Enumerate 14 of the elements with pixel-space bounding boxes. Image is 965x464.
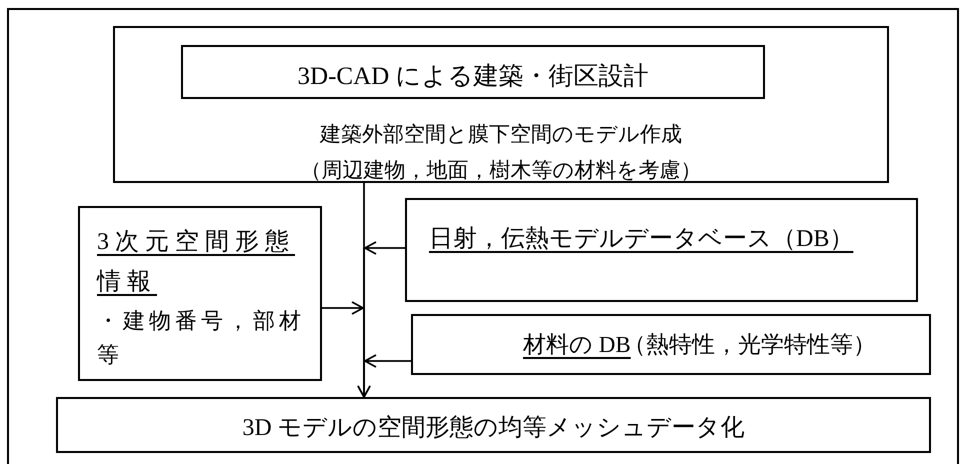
process-box [113, 26, 889, 183]
heading-text: 3次元空間形態情報 [97, 228, 296, 297]
list-item: ・建物番号，部材等 [97, 307, 306, 369]
description-text: 建築外部空間と膜下空間のモデル作成 [318, 121, 683, 148]
info-box [78, 206, 322, 381]
database-box [405, 198, 918, 302]
database-box [411, 314, 931, 375]
heading-text: 日射，伝熱モデルデータベース（DB） [429, 225, 854, 254]
heading-text: 3D モデルの空間形態の均等メッシュデータ化 [241, 414, 746, 443]
arrow [357, 354, 412, 398]
description-text: （周辺建物，地面，樹木等の材料を考慮） [300, 157, 702, 184]
heading-box [181, 45, 765, 99]
heading-text: 3D-CAD による建築・街区設計 [296, 62, 650, 92]
result-box [56, 397, 931, 453]
